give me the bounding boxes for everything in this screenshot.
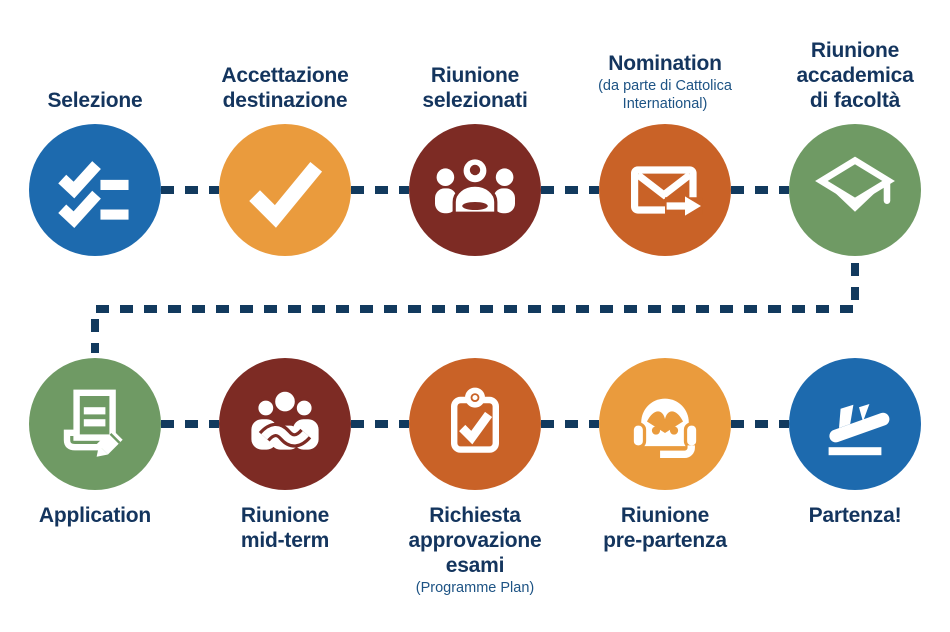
step-label: Riunione mid-term <box>240 504 330 552</box>
row-wrap-connector-line <box>91 263 859 353</box>
step-sublabel: (da parte di Cattolica International) <box>598 78 732 112</box>
step-circle <box>409 358 541 490</box>
step-circle <box>599 358 731 490</box>
step-circle <box>219 124 351 256</box>
step-label: Riunione accademica di facoltà <box>796 39 914 112</box>
checkmark-icon <box>249 161 323 228</box>
step-circle <box>219 358 351 490</box>
step-application: Application <box>0 358 190 528</box>
step-selezione: Selezione <box>0 20 190 256</box>
graduation-cap-icon <box>815 156 895 212</box>
step-riunione-selezionati: Riunione selezionati <box>380 20 570 256</box>
step-label: Accettazione destinazione <box>221 64 349 112</box>
step-label: Riunione selezionati <box>422 64 528 112</box>
group-icon <box>435 156 515 215</box>
step-label: Partenza! <box>808 504 902 527</box>
step-label: Riunione pre-partenza <box>603 504 727 552</box>
step-richiesta-approvazione-esami: Richiesta approvazione esami (Programme … <box>380 358 570 597</box>
step-circle <box>789 124 921 256</box>
document-edit-icon <box>63 389 123 457</box>
step-circle <box>29 358 161 490</box>
step-nomination: Nomination (da parte di Cattolica Intern… <box>570 20 760 256</box>
step-circle <box>29 124 161 256</box>
step-label: Nomination <box>608 52 722 75</box>
step-circle <box>789 358 921 490</box>
step-label: Richiesta approvazione esami <box>408 504 542 577</box>
meeting-icon <box>251 389 319 450</box>
step-label: Selezione <box>47 89 143 112</box>
step-circle <box>409 124 541 256</box>
step-sublabel: (Programme Plan) <box>415 580 535 596</box>
step-label: Application <box>38 504 152 527</box>
step-riunione-mid-term: Riunione mid-term <box>190 358 380 553</box>
step-partenza: Partenza! <box>760 358 950 528</box>
step-riunione-pre-partenza: Riunione pre-partenza <box>570 358 760 553</box>
plane-departure-icon <box>828 404 890 456</box>
step-circle <box>599 124 731 256</box>
step-accettazione-destinazione: Accettazione destinazione <box>190 20 380 256</box>
headset-icon <box>630 398 700 459</box>
envelope-send-icon <box>631 166 703 216</box>
checklist-icon <box>58 161 129 228</box>
clipboard-check-icon <box>451 387 499 453</box>
step-riunione-accademica: Riunione accademica di facoltà <box>760 20 950 256</box>
